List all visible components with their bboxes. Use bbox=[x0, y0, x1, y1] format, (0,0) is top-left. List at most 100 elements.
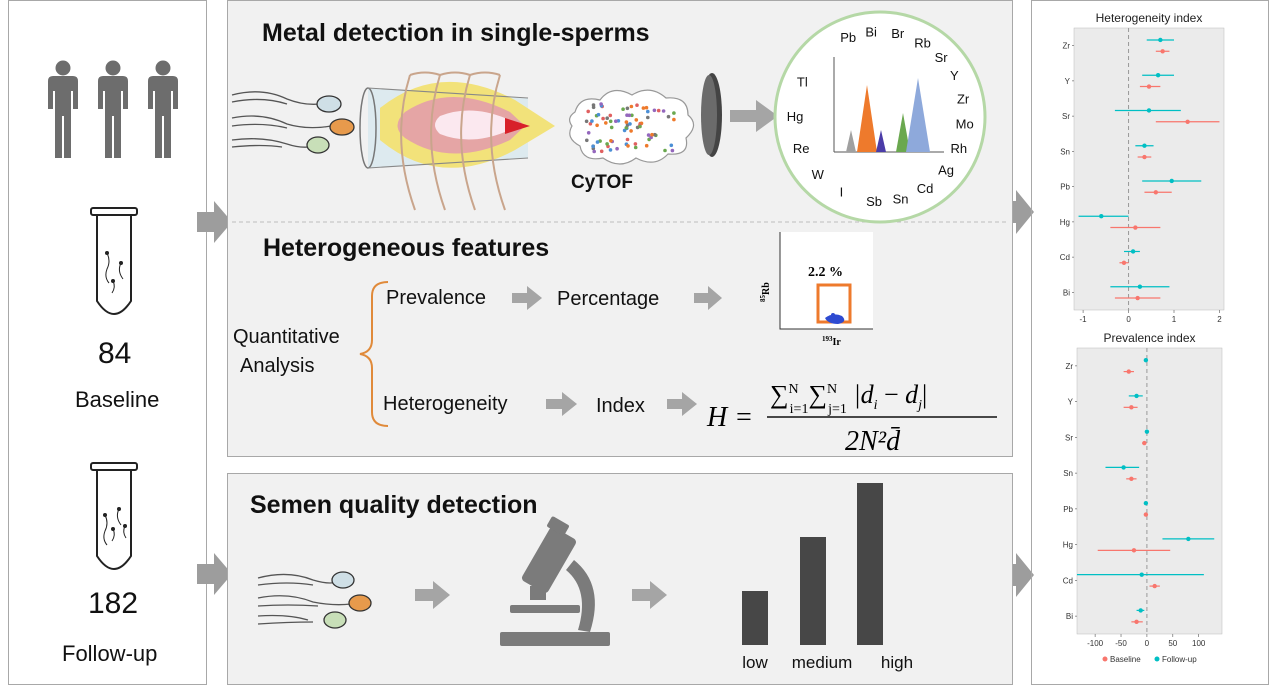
cytof-label: CyTOF bbox=[571, 172, 633, 193]
data-point bbox=[1142, 440, 1147, 446]
element-label-zr: Zr bbox=[957, 91, 970, 106]
ion-cloud-icon bbox=[569, 89, 695, 165]
data-point bbox=[1142, 154, 1147, 160]
y-tick-label: Sr bbox=[1065, 433, 1073, 442]
data-point bbox=[1134, 393, 1139, 399]
arrow-icon bbox=[632, 581, 667, 609]
x-tick-label: 2 bbox=[1217, 315, 1222, 324]
arrow-icon bbox=[730, 100, 778, 132]
data-point bbox=[1155, 73, 1161, 78]
legend-marker bbox=[1154, 656, 1160, 662]
legend-label: Baseline bbox=[1110, 655, 1141, 664]
data-point bbox=[1133, 225, 1138, 230]
detector-disc-icon bbox=[701, 73, 722, 157]
heterogeneity-label: Heterogeneity bbox=[383, 393, 508, 415]
followup-label: Follow-up bbox=[62, 641, 158, 666]
y-tick-label: Sr bbox=[1062, 112, 1070, 121]
element-label-rh: Rh bbox=[950, 141, 967, 156]
x-tick-label: 100 bbox=[1192, 639, 1206, 648]
data-point bbox=[1169, 178, 1174, 184]
y-tick-label: Cd bbox=[1060, 253, 1070, 262]
y-tick-label: Zr bbox=[1062, 42, 1070, 51]
followup-count: 182 bbox=[88, 587, 139, 620]
y-tick-label: Zr bbox=[1065, 362, 1073, 371]
element-label-tl: Tl bbox=[797, 74, 808, 89]
element-label-cd: Cd bbox=[917, 181, 934, 196]
y-tick-label: Hg bbox=[1060, 218, 1070, 227]
data-point bbox=[1143, 357, 1149, 363]
data-point bbox=[1144, 429, 1150, 434]
quality-bar-label: high bbox=[881, 653, 913, 672]
x-tick-label: -50 bbox=[1115, 639, 1127, 648]
chart-title: Heterogeneity index bbox=[1096, 11, 1203, 25]
data-point bbox=[1143, 500, 1149, 506]
element-label-ag: Ag bbox=[938, 163, 954, 178]
baseline-count: 84 bbox=[98, 337, 132, 370]
chart-title: Prevalence index bbox=[1103, 331, 1195, 345]
flow-plot-icon bbox=[779, 232, 873, 330]
arrow-icon bbox=[667, 392, 697, 416]
microscope-icon bbox=[500, 516, 610, 646]
plot-area bbox=[1073, 27, 1225, 311]
data-point bbox=[1186, 536, 1191, 542]
arrow-icon bbox=[415, 581, 450, 609]
data-point bbox=[1146, 108, 1152, 113]
brace-icon bbox=[359, 281, 389, 427]
sperm-icon bbox=[231, 91, 355, 154]
data-point bbox=[1121, 465, 1126, 470]
quality-bar-low bbox=[742, 591, 768, 645]
quality-bar-label: medium bbox=[792, 653, 852, 672]
semen-quality-title: Semen quality detection bbox=[250, 491, 538, 519]
y-tick-label: Sn bbox=[1063, 469, 1073, 478]
data-point bbox=[1131, 548, 1137, 553]
element-label-y: Y bbox=[950, 68, 959, 83]
cohort-panel: 84 Baseline 182 Follow-up bbox=[8, 0, 207, 685]
sperm-icon bbox=[257, 571, 372, 629]
people-icon bbox=[48, 60, 178, 158]
element-label-re: Re bbox=[793, 141, 810, 156]
element-label-pb: Pb bbox=[840, 30, 856, 45]
legend-marker bbox=[1102, 656, 1108, 662]
x-tick-label: 1 bbox=[1172, 315, 1177, 324]
analysis-label: Analysis bbox=[240, 355, 315, 377]
flow-x-axis-label: 193Ir bbox=[822, 335, 841, 348]
heterogeneous-title: Heterogeneous features bbox=[263, 234, 550, 262]
data-point bbox=[1129, 405, 1134, 410]
data-point bbox=[1153, 190, 1159, 195]
data-point bbox=[1185, 119, 1190, 124]
element-label-hg: Hg bbox=[787, 109, 804, 124]
y-tick-label: Sn bbox=[1060, 147, 1070, 156]
data-point bbox=[1130, 249, 1136, 254]
data-point bbox=[1160, 49, 1165, 54]
y-tick-label: Y bbox=[1065, 77, 1071, 86]
x-tick-label: 0 bbox=[1145, 639, 1150, 648]
icp-torch-icon bbox=[359, 71, 555, 211]
cohort-graphics bbox=[48, 60, 178, 570]
data-point bbox=[1099, 214, 1104, 219]
data-point bbox=[1152, 583, 1157, 589]
mass-spectrum-icon bbox=[773, 10, 987, 224]
quality-bar-high bbox=[857, 483, 883, 645]
legend-label: Follow-up bbox=[1162, 655, 1197, 664]
arrow-icon bbox=[694, 286, 722, 310]
element-label-sb: Sb bbox=[866, 194, 882, 209]
arrow-icon bbox=[512, 286, 542, 310]
y-tick-label: Pb bbox=[1060, 183, 1070, 192]
percentage-label: Percentage bbox=[557, 288, 660, 310]
formula-h: H = bbox=[706, 402, 753, 433]
x-tick-label: 50 bbox=[1168, 639, 1177, 648]
prevalence-label: Prevalence bbox=[386, 287, 487, 309]
plot-area bbox=[1076, 347, 1223, 635]
data-point bbox=[1143, 512, 1149, 517]
y-tick-label: Bi bbox=[1066, 612, 1073, 621]
data-point bbox=[1126, 369, 1131, 374]
element-label-w: W bbox=[812, 167, 825, 182]
gate-percent: 2.2 % bbox=[808, 265, 843, 280]
data-point bbox=[1121, 260, 1127, 265]
quality-bar-medium bbox=[800, 537, 826, 645]
y-tick-label: Hg bbox=[1063, 541, 1073, 550]
